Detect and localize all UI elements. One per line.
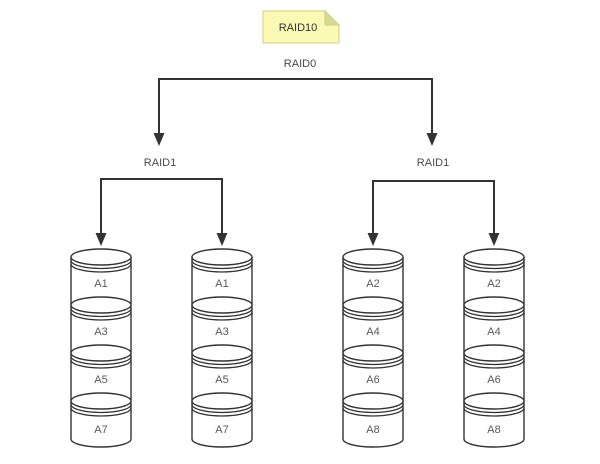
raid1-right-label: RAID1: [417, 157, 449, 169]
raid0-connector: [153, 78, 438, 146]
disk2-block-label: A5: [215, 374, 228, 386]
arrow-down-icon: [153, 133, 165, 146]
disk-platter-icon: [191, 248, 253, 266]
raid0-label: RAID0: [284, 58, 316, 70]
sticky-note-body: [262, 10, 340, 44]
disk1-block-label: A3: [94, 326, 107, 338]
disk4-block-label: A2: [487, 278, 500, 290]
disk-platter-icon: [70, 344, 132, 362]
arrow-down-icon: [95, 233, 107, 246]
disk-platter-icon: [342, 344, 404, 362]
disk-platter-icon: [191, 392, 253, 410]
disk-platter-icon: [342, 248, 404, 266]
arrow-down-icon: [367, 233, 379, 246]
disk-platter-icon: [463, 344, 525, 362]
disk-platter-icon: [70, 248, 132, 266]
disk-platter-icon: [70, 392, 132, 410]
raid1-left-connector: [95, 178, 228, 246]
raid1-right-bracket-line: [372, 180, 495, 234]
disk4-block-label: A4: [487, 326, 500, 338]
disk2-block-label: A1: [215, 278, 228, 290]
arrow-down-icon: [426, 133, 438, 146]
note-fold-icon: [324, 9, 341, 26]
raid1-left-bracket-line: [100, 178, 223, 234]
disk2-block-label: A3: [215, 326, 228, 338]
disk-cylinder-2: A1 A3 A5 A7: [191, 248, 253, 448]
note-label: RAID10: [279, 22, 318, 34]
disk1-block-label: A5: [94, 374, 107, 386]
disk3-block-label: A8: [366, 424, 379, 436]
disk-cylinder-3: A2 A4 A6 A8: [342, 248, 404, 448]
disk-cylinder-1: A1 A3 A5 A7: [70, 248, 132, 448]
disk-platter-icon: [342, 296, 404, 314]
disk4-block-label: A8: [487, 424, 500, 436]
disk4-block-label: A6: [487, 374, 500, 386]
raid0-bracket-line: [158, 78, 433, 134]
arrow-down-icon: [488, 233, 500, 246]
sticky-note: RAID10: [262, 9, 341, 44]
disk1-block-label: A7: [94, 424, 107, 436]
raid1-right-connector: [367, 180, 500, 246]
disk-platter-icon: [463, 296, 525, 314]
disk3-block-label: A4: [366, 326, 379, 338]
disk-platter-icon: [191, 296, 253, 314]
disk1-block-label: A1: [94, 278, 107, 290]
arrow-down-icon: [216, 233, 228, 246]
disk-cylinder-4: A2 A4 A6 A8: [463, 248, 525, 448]
raid1-left-label: RAID1: [144, 157, 176, 169]
disk-platter-icon: [463, 392, 525, 410]
disk-platter-icon: [342, 392, 404, 410]
disk3-block-label: A6: [366, 374, 379, 386]
disk-platter-icon: [70, 296, 132, 314]
disk3-block-label: A2: [366, 278, 379, 290]
disk2-block-label: A7: [215, 424, 228, 436]
disk-platter-icon: [191, 344, 253, 362]
disk-platter-icon: [463, 248, 525, 266]
